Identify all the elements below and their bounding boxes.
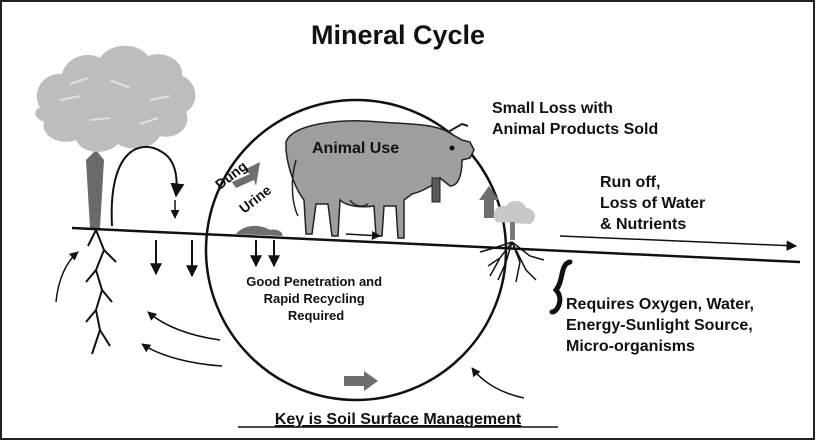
page-title: Mineral Cycle	[311, 20, 485, 50]
cycle-arrow-right	[479, 186, 499, 218]
cycle-arrow-bottom	[344, 371, 378, 391]
dung-pile-icon	[236, 225, 283, 236]
label-penetration: Good Penetration and Rapid Recycling Req…	[246, 274, 385, 323]
cycle-arrow-dung	[232, 162, 260, 188]
ground-flow-arrow	[345, 231, 381, 241]
decomposition-arrow	[471, 367, 525, 399]
return-arrow	[141, 343, 223, 367]
label-urine: Urine	[236, 182, 274, 217]
label-animal-use: Animal Use	[312, 140, 399, 157]
tree-icon	[35, 45, 196, 228]
label-dung: Dung	[212, 158, 250, 193]
uptake-arrow	[55, 251, 79, 303]
leaf-fall-arrow	[110, 145, 185, 227]
label-requires: Requires Oxygen, Water, Energy-Sunlight …	[566, 296, 758, 355]
cow-icon	[285, 120, 475, 239]
ground-line	[71, 226, 801, 264]
return-arrow	[147, 311, 221, 341]
brace-icon	[549, 259, 573, 315]
root-icon	[85, 229, 117, 355]
label-key: Key is Soil Surface Management	[275, 411, 522, 428]
root-icon	[479, 241, 545, 283]
label-runoff: Run off, Loss of Water & Nutrients	[600, 174, 710, 233]
runoff-arrow	[559, 235, 798, 251]
shrub-icon	[493, 200, 535, 240]
label-small-loss: Small Loss with Animal Products Sold	[492, 100, 658, 138]
